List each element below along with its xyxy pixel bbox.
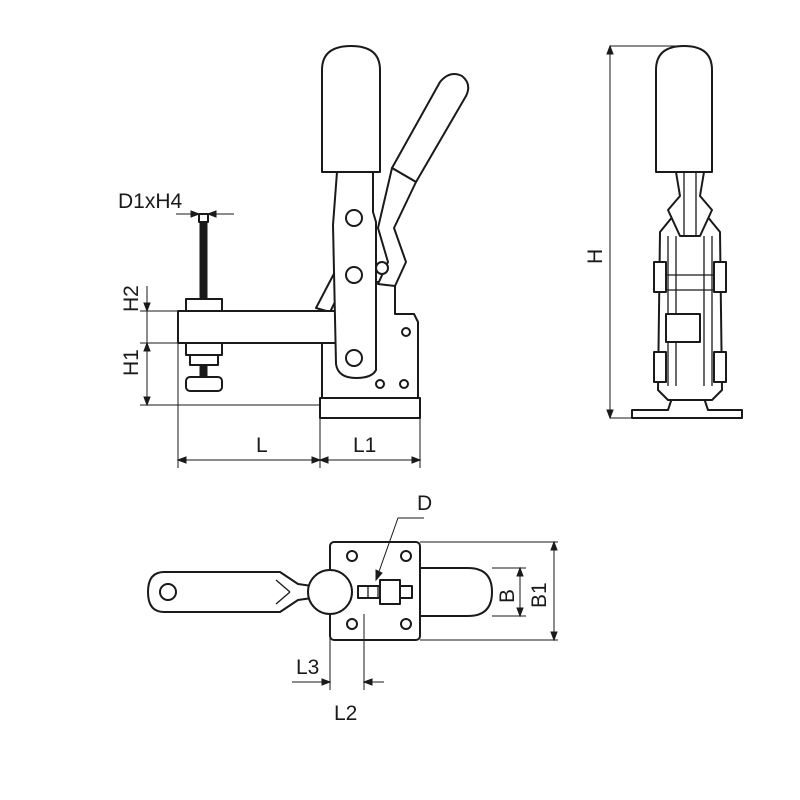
- spindle-tip: [198, 213, 209, 223]
- label-h: H: [584, 249, 607, 264]
- top-arm-eye: [159, 583, 177, 601]
- label-l2: L2: [334, 702, 357, 725]
- top-view: [147, 517, 558, 690]
- label-l: L: [256, 434, 268, 457]
- top-mounting-hole: [346, 618, 358, 630]
- front-side-block: [653, 351, 667, 383]
- top-link-block: [379, 579, 401, 605]
- rear-handle: [391, 73, 470, 183]
- label-l1: L1: [353, 434, 376, 457]
- label-d1xh4: D1xH4: [118, 190, 183, 213]
- front-side-block: [713, 261, 727, 293]
- hex-nut-top: [185, 298, 223, 312]
- base-plate: [319, 397, 421, 419]
- spindle-lower-thread: [199, 364, 208, 378]
- top-grip: [419, 567, 493, 617]
- pivot-pin: [375, 261, 389, 275]
- front-lever-grip: [655, 45, 713, 173]
- mounting-hole: [399, 379, 409, 389]
- mounting-hole: [375, 379, 385, 389]
- rear-handle-shank: [377, 167, 417, 287]
- lever-grip: [321, 45, 381, 173]
- side-view: [140, 45, 470, 468]
- mounting-hole: [401, 327, 411, 337]
- label-h2: H2: [120, 285, 143, 312]
- spindle-pad: [185, 376, 223, 392]
- label-b1: B1: [528, 582, 551, 608]
- hex-nut-bottom: [185, 342, 223, 356]
- label-h1: H1: [120, 349, 143, 376]
- pivot-pin: [345, 349, 363, 367]
- clamp-arm: [177, 310, 341, 344]
- top-mounting-hole: [400, 550, 412, 562]
- label-l3: L3: [296, 656, 319, 679]
- front-side-block: [653, 261, 667, 293]
- front-side-block: [713, 351, 727, 383]
- spindle-thread: [199, 219, 208, 301]
- hex-nut-lower: [189, 354, 219, 366]
- label-b: B: [496, 589, 519, 603]
- label-d: D: [417, 492, 432, 515]
- top-mounting-hole: [400, 618, 412, 630]
- pivot-pin: [345, 209, 363, 227]
- top-mounting-hole: [346, 550, 358, 562]
- top-arm-handle: [147, 571, 313, 613]
- front-center-block: [665, 313, 701, 343]
- top-pivot-knob: [307, 569, 353, 615]
- front-view: [606, 44, 743, 420]
- pivot-pin: [345, 266, 363, 284]
- front-lever-shank: [667, 171, 713, 237]
